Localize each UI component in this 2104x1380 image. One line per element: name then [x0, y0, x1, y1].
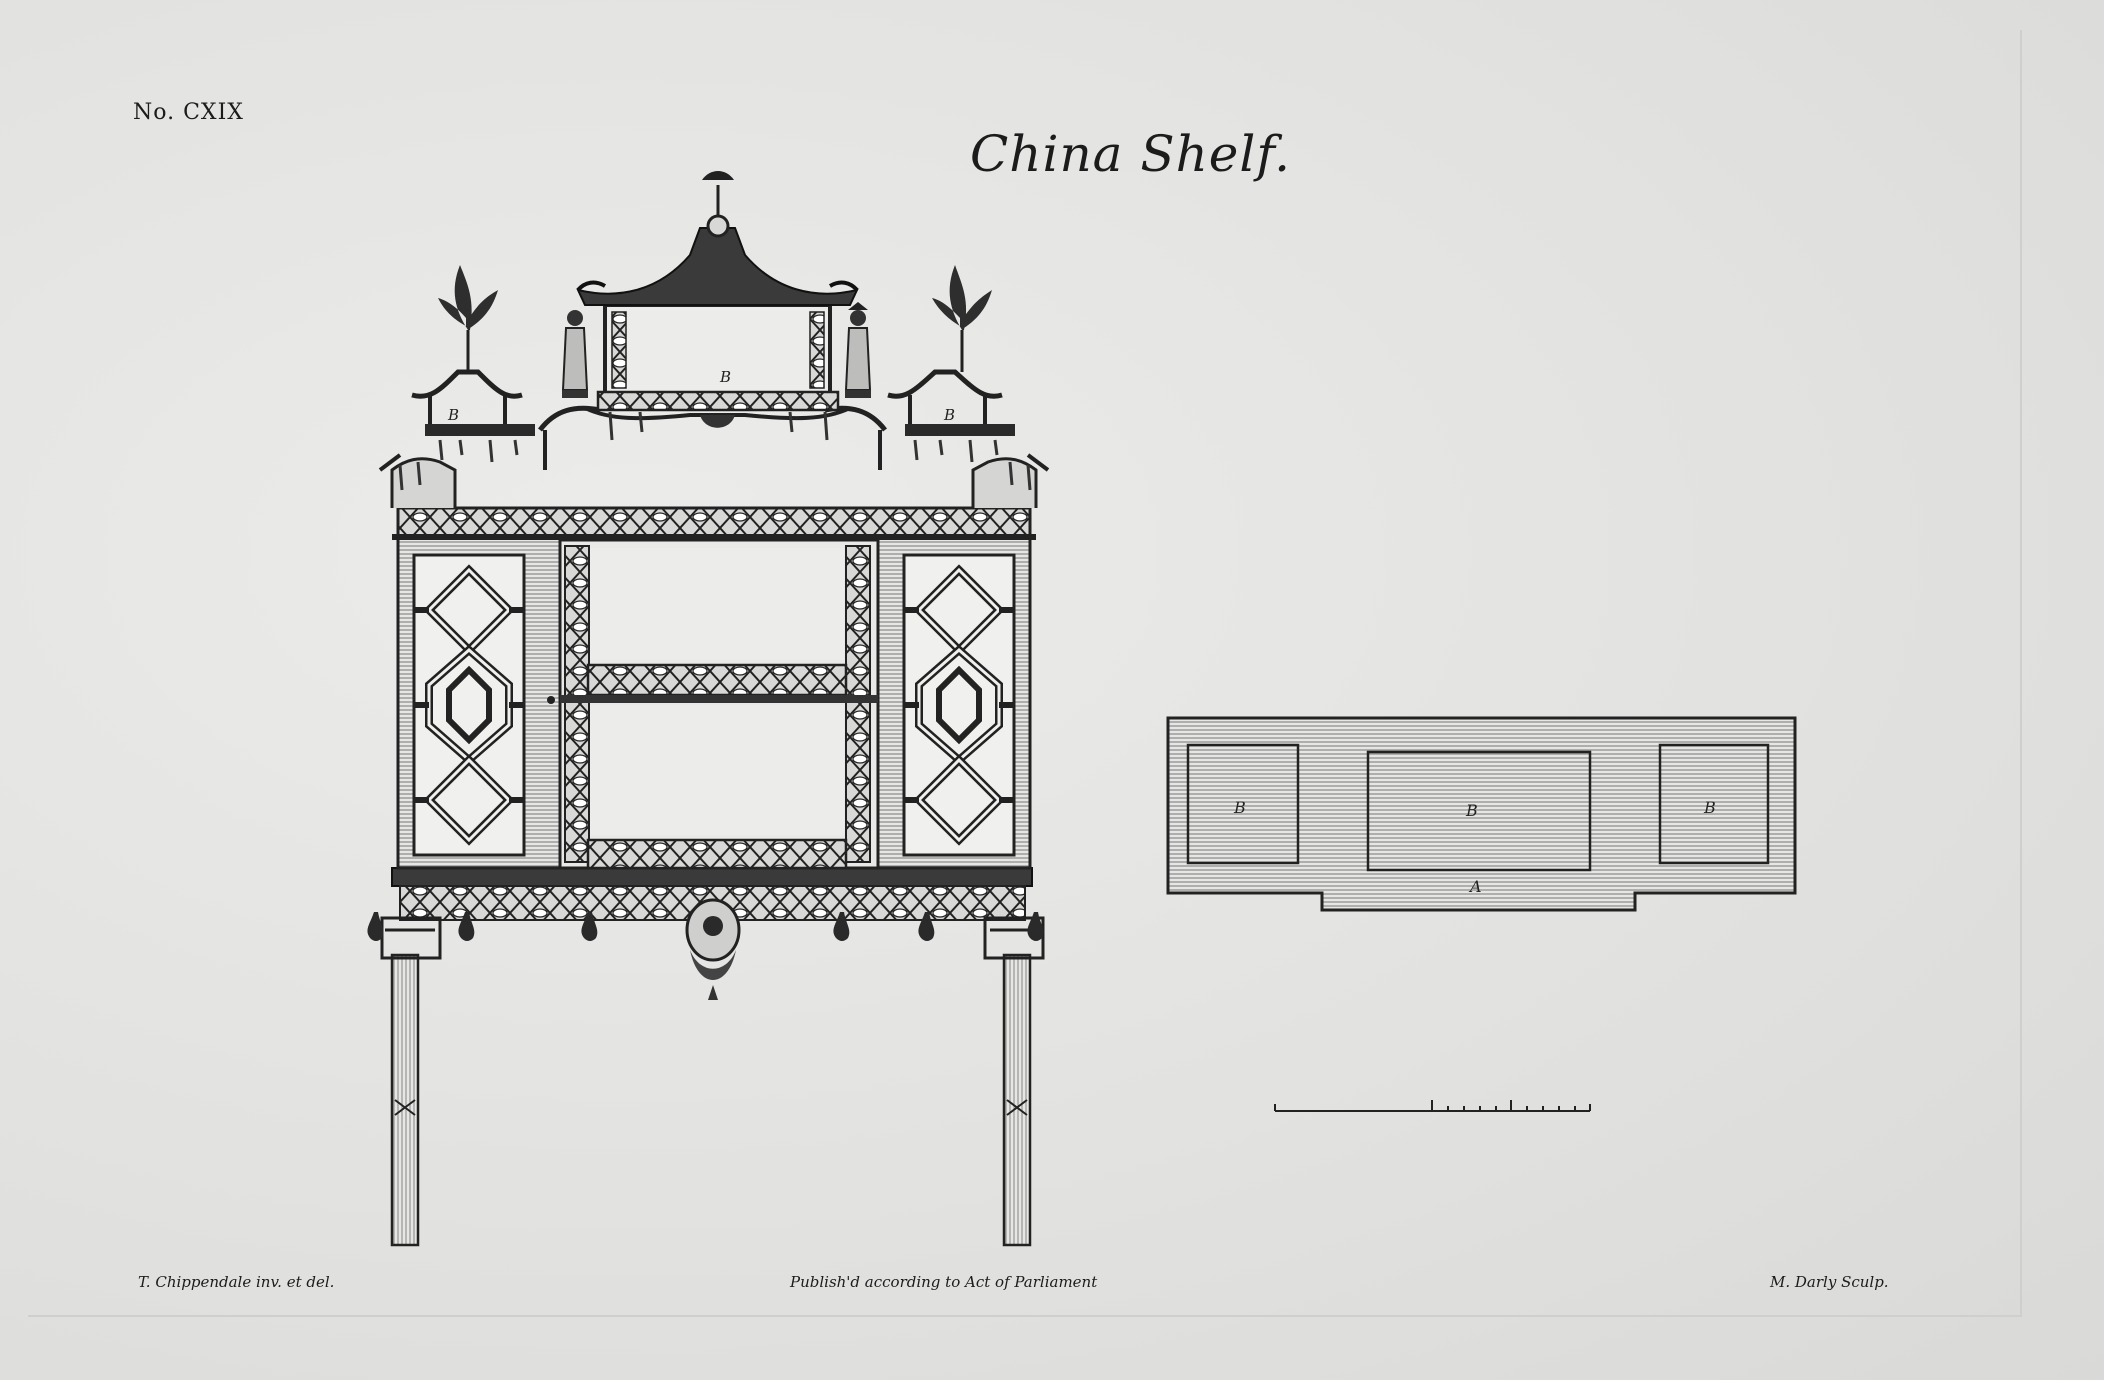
middle-shelf: [586, 663, 848, 697]
plan-section-right: [1658, 743, 1770, 865]
right-figure: [844, 302, 872, 398]
left-pagoda-shelf: [411, 265, 535, 463]
plan-section-left: [1186, 743, 1300, 865]
plate-number: No. CXIX: [133, 100, 244, 125]
plan-label-b-right: B: [1703, 798, 1716, 817]
plan-section-center: [1366, 750, 1592, 872]
elevation-label-b-center: B: [719, 368, 731, 386]
credit-engraver: M. Darly Sculp.: [1770, 1273, 1889, 1291]
credit-designer: T. Chippendale inv. et del.: [138, 1273, 335, 1291]
plan-label-a: A: [1468, 877, 1482, 896]
right-pagoda-shelf: [887, 265, 1015, 463]
plate-title: China Shelf.: [970, 125, 1292, 183]
base-rail: [391, 867, 1033, 887]
credit-publication: Publish'd according to Act of Parliament: [790, 1273, 1098, 1291]
china-shelf-elevation: [367, 171, 1050, 1247]
cornice-fret: [396, 506, 1032, 540]
left-lattice-door: [414, 555, 524, 855]
plan-label-b-left: B: [1233, 798, 1246, 817]
right-lattice-door: [904, 555, 1014, 855]
scale-bar: [1274, 1100, 1591, 1112]
central-pagoda-shelf: [576, 171, 859, 441]
plate-mark: [28, 30, 2022, 1317]
shelf-plan: [1166, 716, 1797, 912]
left-figure: [561, 310, 589, 398]
elevation-label-b-right: B: [943, 406, 955, 424]
plan-label-b-center: B: [1465, 801, 1478, 820]
lower-shelf: [586, 838, 848, 870]
elevation-label-b-left: B: [447, 406, 459, 424]
apron-cartouche: [685, 898, 741, 1000]
